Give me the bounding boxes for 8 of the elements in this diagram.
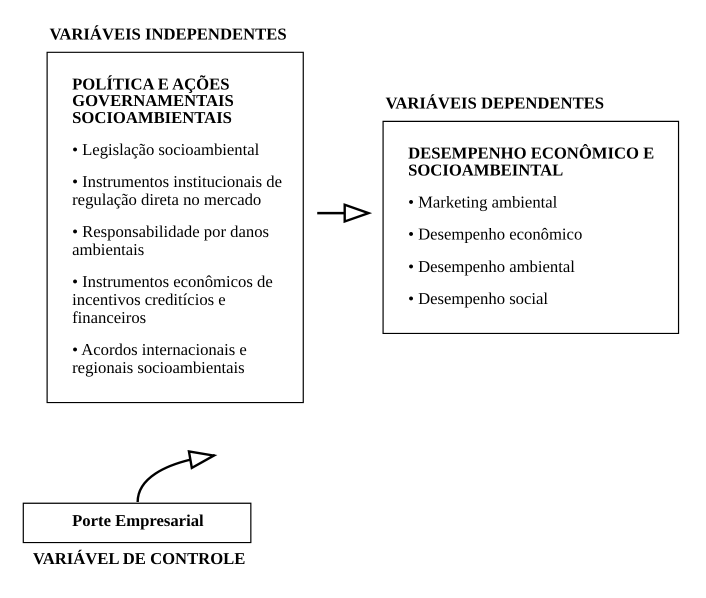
node-label: VARIÁVEIS INDEPENDENTES: [50, 24, 287, 43]
node-box: POLÍTICA E AÇÕES GOVERNAMENTAIS SOCIOAMBIENTAIS • Legislação socioambiental • Instrumentos institucionais de regulação direta no mercado • Responsabilidade por danos ambientais • Instrumentos econômicos de incentivos creditícios e financeiros • Acordos internacionais e regionais socioambientais: [46, 51, 304, 403]
node-box: Porte Empresarial: [22, 502, 252, 543]
node-label: VARIÁVEL DE CONTROLE: [32, 548, 246, 568]
node-label: VARIÁVEIS DEPENDENTES: [385, 93, 604, 112]
node-box: DESEMPENHO ECONÔMICO E SOCIOAMBEINTAL • Marketing ambiental • Desempenho econômico • Desempenho ambiental • Desempenho social: [382, 120, 680, 334]
arrow: [317, 202, 372, 223]
arrow: [136, 450, 218, 502]
